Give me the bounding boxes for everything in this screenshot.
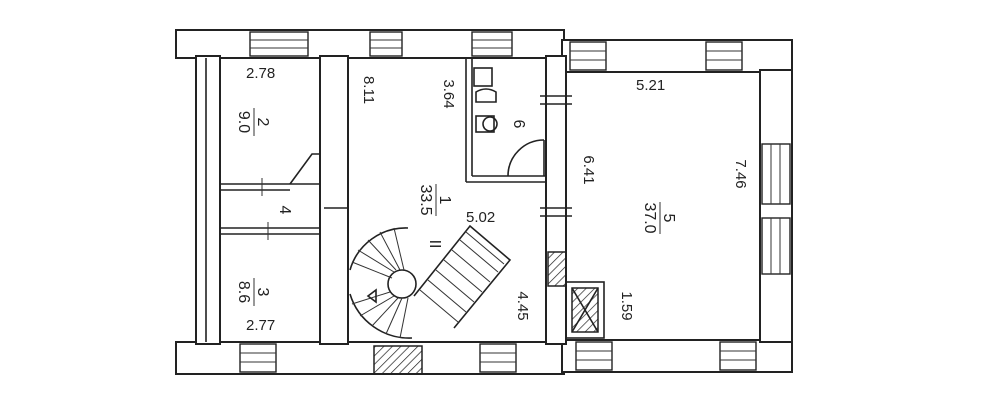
- window-top-4: [569, 41, 607, 71]
- dim-hall-length: 8.11: [360, 76, 377, 104]
- window-top-5: [705, 41, 743, 71]
- hall-room5-doors: [324, 95, 572, 217]
- bathroom: [465, 58, 546, 183]
- sink-icon: [482, 116, 498, 132]
- room-6-number: 6: [510, 120, 527, 129]
- dim-bath-length: 3.64: [440, 79, 457, 108]
- dim-room3-width: 2.77: [246, 317, 275, 334]
- room-2-area: 9.0: [235, 111, 252, 133]
- dim-room5-inner: 6.41: [580, 155, 597, 184]
- window-bottom-4: [719, 341, 757, 371]
- room-5-area: 37.0: [641, 202, 658, 233]
- windows: [239, 31, 791, 373]
- window-right-2: [761, 217, 791, 275]
- window-bottom-2: [479, 343, 517, 373]
- door-swing: [507, 139, 545, 177]
- room-3-number: 3: [254, 288, 271, 297]
- room-2-label: 2 9.0: [235, 108, 271, 136]
- vent-shaft: [565, 281, 605, 339]
- dim-closet-len: 1.59: [618, 291, 635, 320]
- toilet-icon: [475, 88, 497, 103]
- window-bottom-1: [239, 343, 277, 373]
- staircase: [349, 224, 512, 339]
- dim-stair-side: 4.45: [514, 291, 531, 320]
- room-5-number: 5: [660, 214, 677, 223]
- room-1-area: 33.5: [417, 184, 434, 215]
- room-3-label: 3 8.6: [235, 278, 271, 306]
- window-right-1: [761, 143, 791, 205]
- hatched-entrance: [373, 345, 423, 375]
- dim-room2-width: 2.78: [246, 65, 275, 82]
- room-1-label: 1 33.5: [417, 184, 453, 216]
- dim-room5-right: 7.46: [732, 159, 749, 188]
- dim-room5-top: 5.21: [636, 77, 665, 94]
- dim-hall-width: 5.02: [466, 209, 495, 226]
- window-top-2: [369, 31, 403, 57]
- window-top-1: [249, 31, 309, 57]
- left-partitions: [205, 58, 320, 342]
- room-4-number: 4: [276, 206, 293, 215]
- room-1-number: 1: [436, 196, 453, 205]
- stair-mark: II: [426, 240, 443, 249]
- room-3-area: 8.6: [235, 281, 252, 303]
- stair-arrow: [366, 288, 377, 304]
- window-top-3: [471, 31, 513, 57]
- room-2-number: 2: [254, 118, 271, 127]
- hatched-column: [547, 251, 567, 287]
- window-bottom-3: [575, 341, 613, 371]
- room-5-label: 5 37.0: [641, 202, 677, 234]
